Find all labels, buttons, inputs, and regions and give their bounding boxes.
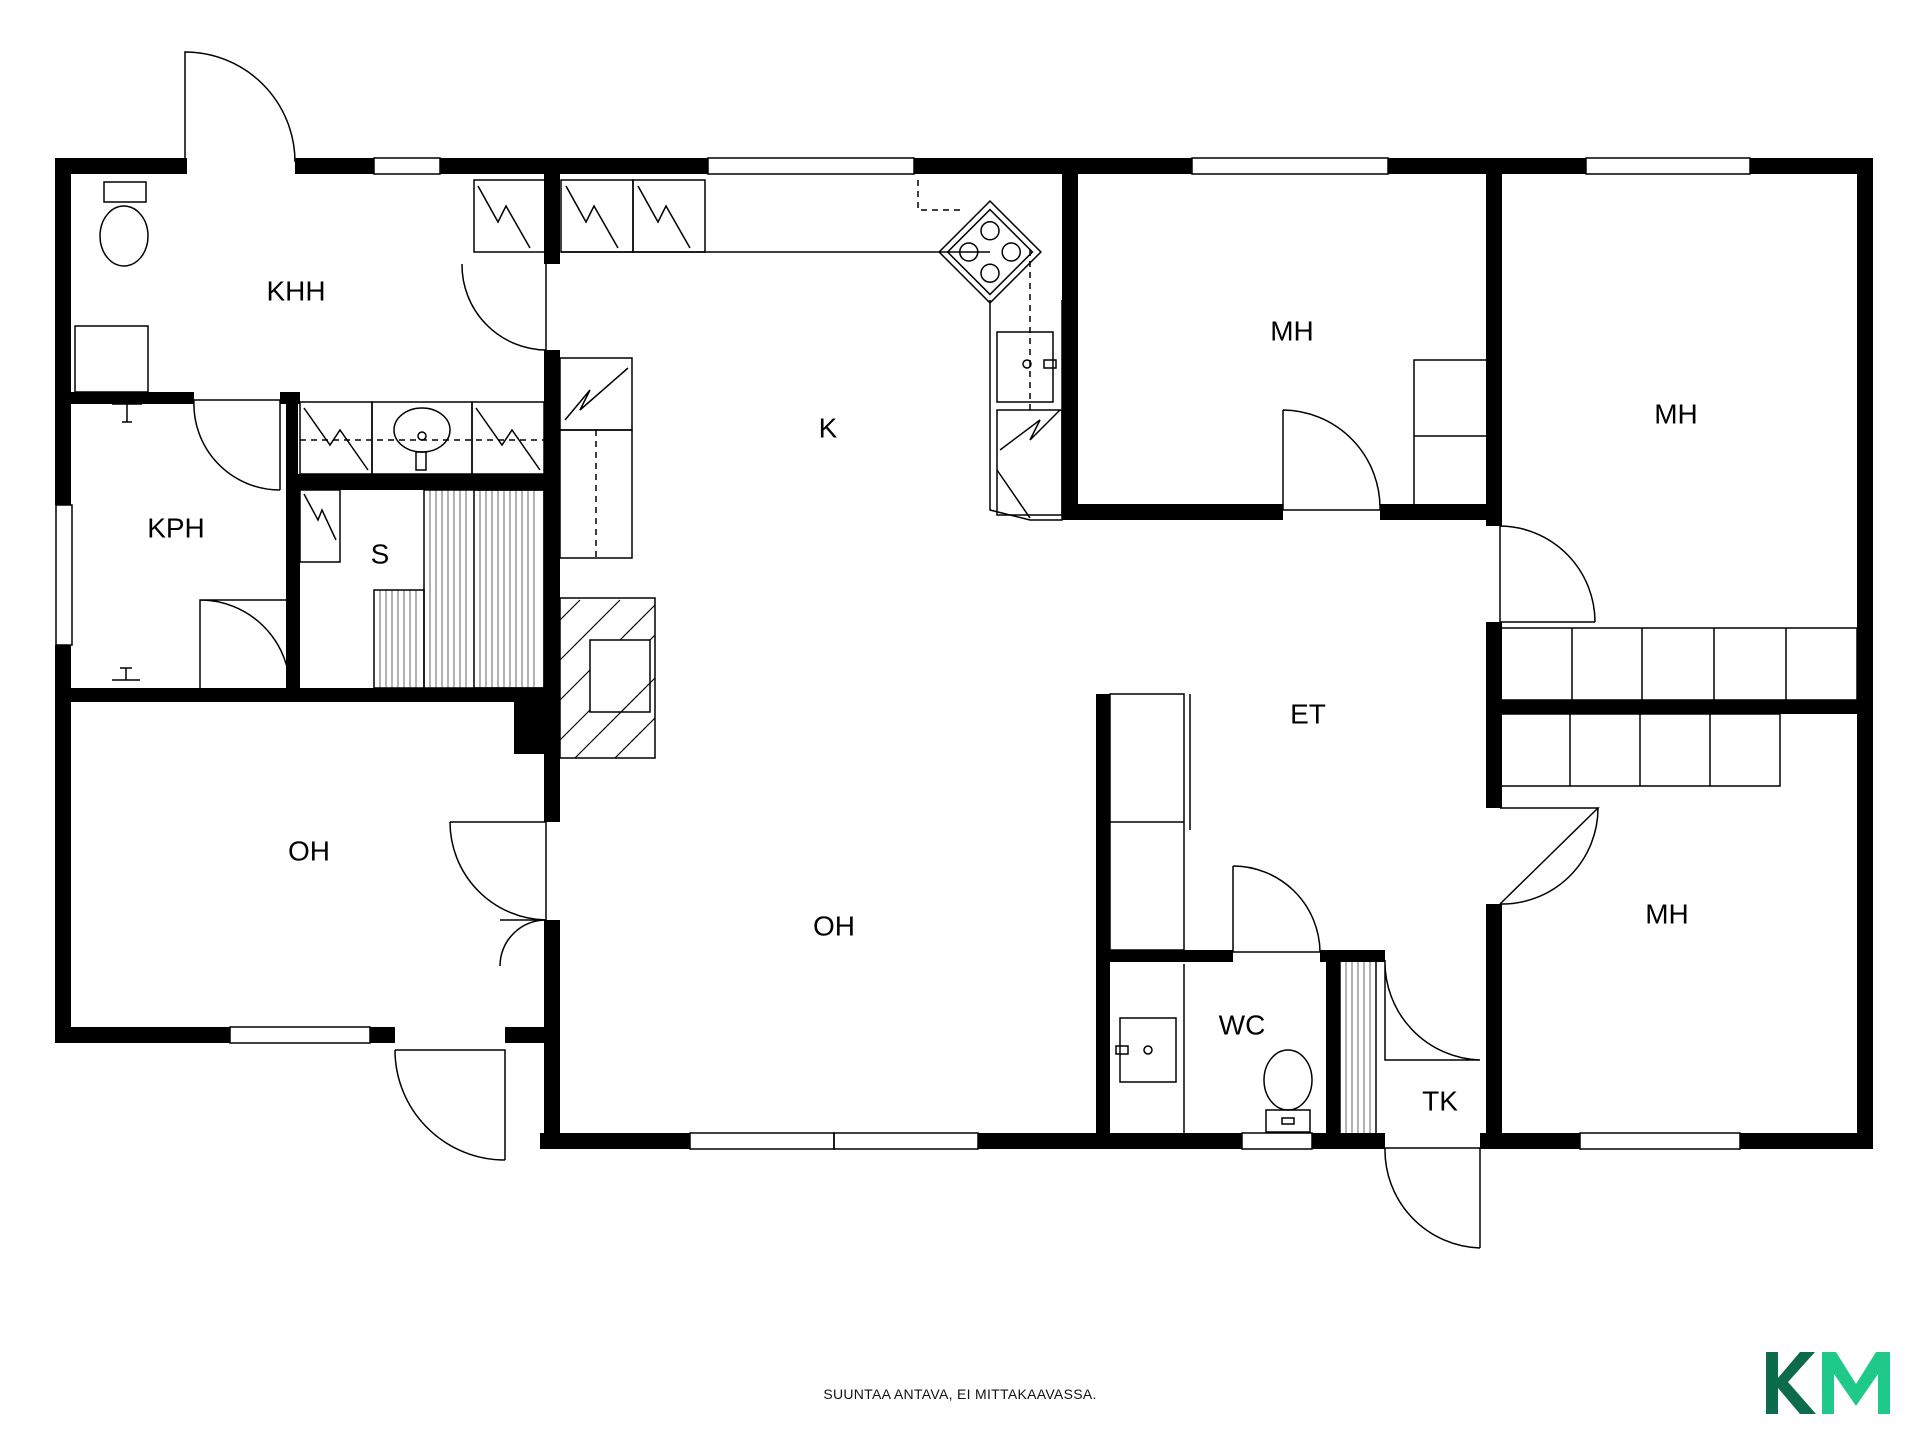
room-label-khh: KHH xyxy=(266,275,325,306)
room-label-mh-right-top: MH xyxy=(1654,398,1698,429)
room-label-mh-right-bottom: MH xyxy=(1645,898,1689,929)
room-label-tk: TK xyxy=(1422,1085,1458,1116)
scale-disclaimer: SUUNTAA ANTAVA, EI MITTAKAAVASSA. xyxy=(823,1386,1097,1402)
room-label-kph: KPH xyxy=(147,512,205,543)
room-label-et: ET xyxy=(1290,698,1326,729)
room-label-k: K xyxy=(819,412,838,443)
room-label-oh-main: OH xyxy=(813,910,855,941)
room-label-s: S xyxy=(371,538,390,569)
room-label-oh-left: OH xyxy=(288,835,330,866)
room-label-mh-top: MH xyxy=(1270,315,1314,346)
room-label-wc: WC xyxy=(1219,1009,1266,1040)
km-logo xyxy=(1766,1352,1890,1414)
